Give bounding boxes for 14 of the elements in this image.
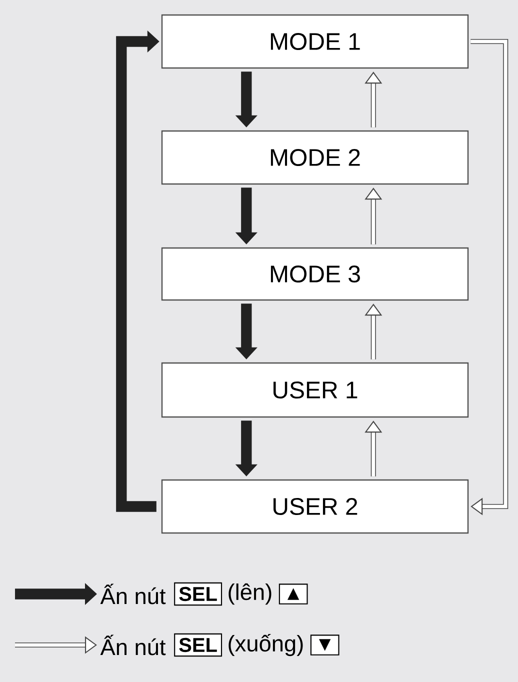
legend-text: (xuống) bbox=[228, 634, 303, 656]
legend-text: (lên) bbox=[228, 583, 272, 605]
key-button: ▲ bbox=[278, 584, 308, 604]
legend-text: Ấn nút bbox=[100, 634, 166, 656]
mode-box: MODE 1 bbox=[161, 14, 469, 69]
mode-box: USER 1 bbox=[161, 362, 469, 418]
key-button: ▼ bbox=[310, 634, 340, 656]
mode-box: MODE 2 bbox=[161, 130, 469, 185]
mode-box: MODE 3 bbox=[161, 247, 469, 301]
legend-text: Ấn nút bbox=[100, 584, 166, 604]
key-button: SEL bbox=[174, 582, 222, 606]
arrow bbox=[470, 38, 508, 516]
key-button: SEL bbox=[174, 633, 222, 657]
mode-box: USER 2 bbox=[161, 479, 469, 534]
